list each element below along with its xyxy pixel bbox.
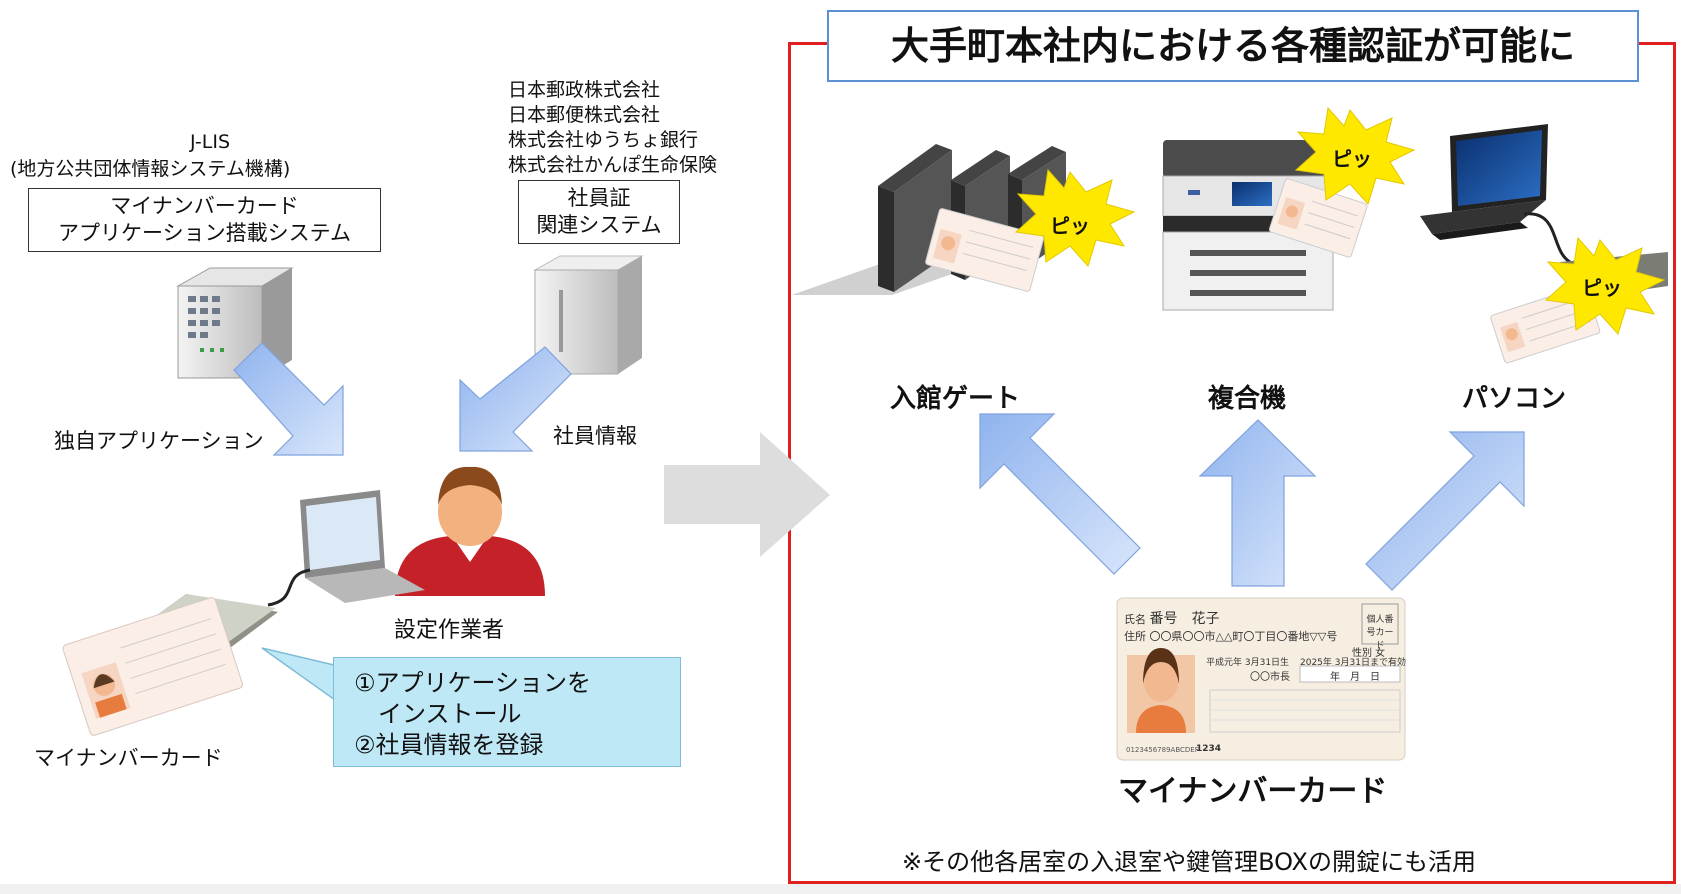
jlis-box-line-1: マイナンバーカード <box>110 194 299 218</box>
card-expiry: 2025年 3月31日まで有効 <box>1300 658 1406 668</box>
beep-text-gate: ピッ <box>1050 214 1090 238</box>
mynumber-card-sample <box>1116 597 1406 761</box>
mynumber-card-small-left <box>62 597 243 736</box>
transition-arrow <box>664 432 830 557</box>
employee-box-line-1: 社員証 <box>567 186 631 210</box>
headline-title: 大手町本社内における各種認証が可能に <box>827 10 1639 82</box>
footnote: ※その他各居室の入退室や鍵管理BOXの開錠にも活用 <box>902 848 1476 876</box>
bottom-band <box>0 884 1681 894</box>
device-label-gate: 入館ゲート <box>890 384 1021 414</box>
operator-label: 設定作業者 <box>394 618 505 643</box>
callout-line-1: ①アプリケーションを <box>354 669 592 697</box>
card-name-row: 氏名 番号 花子 <box>1124 608 1220 628</box>
card-birth: 平成元年 3月31日生 <box>1206 658 1290 668</box>
callout-line-2: インストール <box>354 700 522 728</box>
operator-icon <box>395 466 545 596</box>
card-number-badge: 個人番号カード <box>1366 615 1394 651</box>
left-card-label: マイナンバーカード <box>34 746 223 770</box>
beep-burst-printer <box>1294 106 1416 205</box>
device-label-printer: 複合機 <box>1208 384 1287 414</box>
card-serial: 0123456789ABCDEF <box>1126 746 1199 754</box>
employee-box-line-2: 関連システム <box>536 213 662 237</box>
company-2: 日本郵便株式会社 <box>508 104 661 126</box>
pc-illustration <box>1420 124 1668 364</box>
card-date-row: 年 月 日 <box>1330 672 1380 683</box>
beep-burst-pc <box>1544 236 1666 335</box>
employee-system-server-icon <box>533 255 644 375</box>
company-4: 株式会社かんぽ生命保険 <box>508 154 718 176</box>
arrow-card-to-pc <box>1365 431 1525 591</box>
operator-laptop-icon <box>300 490 425 603</box>
label-employee-info: 社員情報 <box>553 424 637 448</box>
company-1: 日本郵政株式会社 <box>508 79 661 101</box>
arrow-card-to-gate <box>979 413 1141 575</box>
card-reader-cable <box>267 568 311 607</box>
employee-system-box: 社員証 関連システム <box>518 180 680 244</box>
jlis-server-icon <box>176 267 294 379</box>
company-3: 株式会社ゆうちょ銀行 <box>508 129 699 151</box>
multifunction-printer-illustration <box>1162 140 1368 311</box>
jlis-name: J-LIS <box>189 131 231 153</box>
card-address-row: 住所 〇〇県〇〇市△△町〇丁目〇番地▽▽号 <box>1124 628 1337 644</box>
right-card-label: マイナンバーカード <box>1118 774 1388 809</box>
beep-text-pc: ピッ <box>1582 276 1622 300</box>
card-issuer: 〇〇市長 <box>1250 672 1290 683</box>
card-name-label: 氏名 <box>1124 613 1146 626</box>
jlis-full-name: (地方公共団体情報システム機構) <box>10 158 291 180</box>
beep-text-printer: ピッ <box>1332 147 1372 171</box>
company-list: 日本郵政株式会社 日本郵便株式会社 株式会社ゆうちょ銀行 株式会社かんぽ生命保険 <box>508 78 717 178</box>
card-address-label: 住所 <box>1124 630 1146 643</box>
callout-line-3: ②社員情報を登録 <box>354 731 544 759</box>
arrow-employee-to-operator <box>459 346 572 452</box>
beep-burst-gate <box>1014 168 1136 267</box>
card-pin: 1234 <box>1196 744 1222 754</box>
device-label-pc: パソコン <box>1462 384 1567 414</box>
card-name: 番号 花子 <box>1149 611 1220 627</box>
arrow-card-to-printer <box>1198 419 1317 587</box>
setup-steps-callout: ①アプリケーションを インストール ②社員情報を登録 <box>333 657 681 767</box>
card-address: 〇〇県〇〇市△△町〇丁目〇番地▽▽号 <box>1149 630 1338 643</box>
card-sex: 性別 女 <box>1352 648 1386 659</box>
jlis-box-line-2: アプリケーション搭載システム <box>58 221 351 245</box>
arrow-jlis-to-operator <box>233 342 344 456</box>
label-own-application: 独自アプリケーション <box>54 429 264 453</box>
jlis-system-box: マイナンバーカード アプリケーション搭載システム <box>28 188 381 252</box>
